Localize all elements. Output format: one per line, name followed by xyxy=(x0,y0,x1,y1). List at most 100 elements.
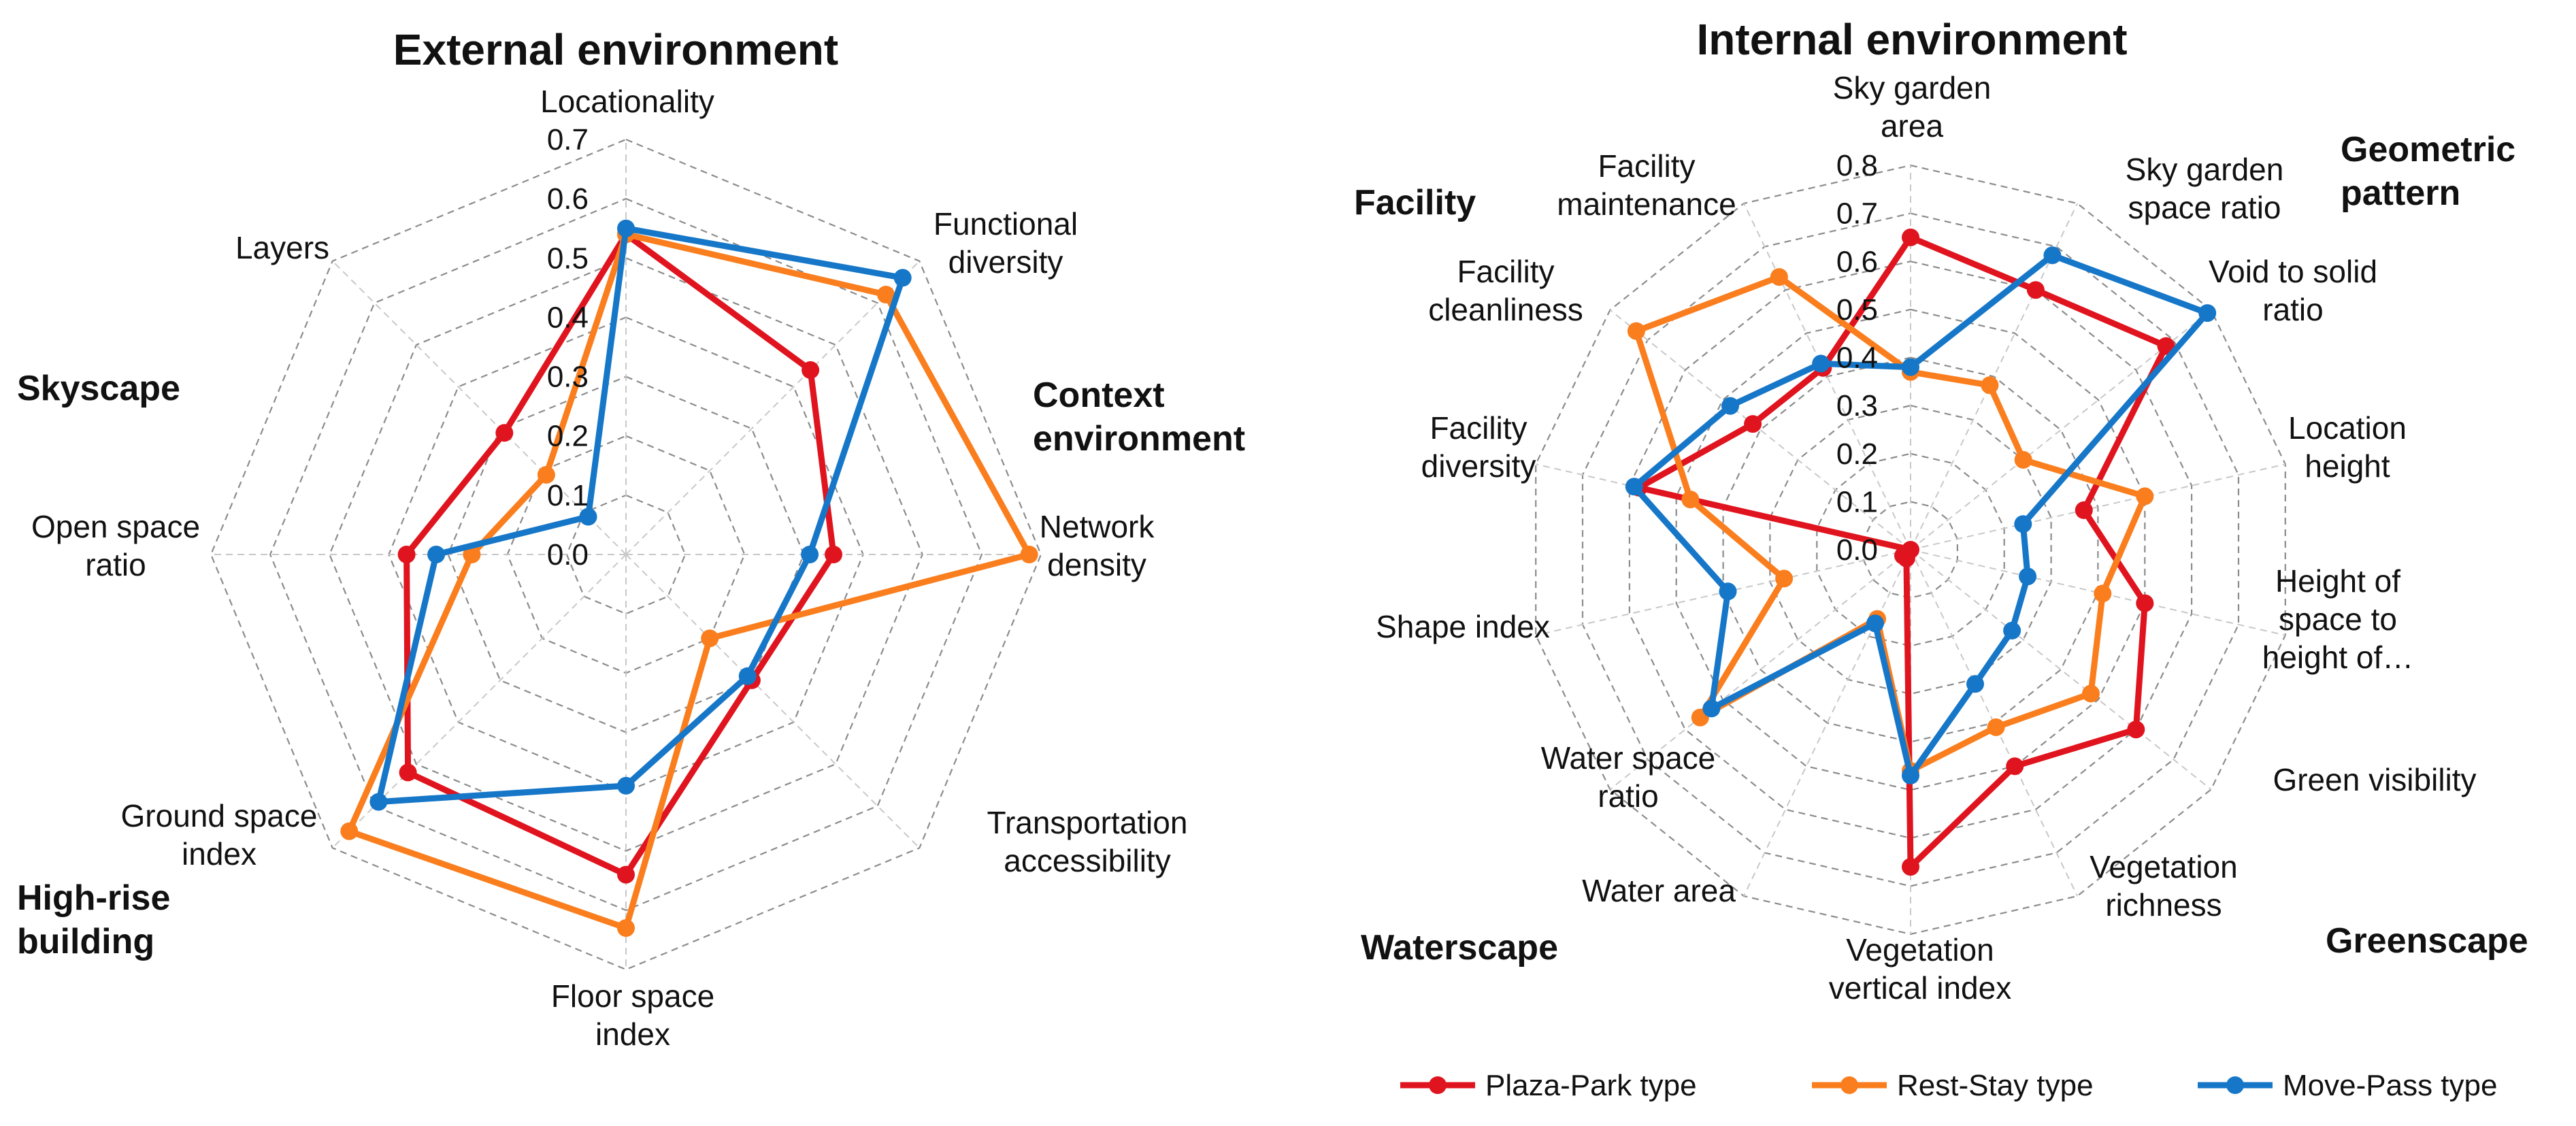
tick-label: 0.6 xyxy=(547,182,589,216)
data-point xyxy=(1812,354,1830,373)
chart-title: Internal environment xyxy=(1697,15,2128,64)
axis-label: Sky garden xyxy=(1833,70,1992,105)
tick-label: 0.2 xyxy=(547,420,589,453)
radar-spoke xyxy=(1910,549,2079,897)
radar-gridline xyxy=(269,197,983,912)
data-point xyxy=(877,286,895,303)
axis-label: Transportation xyxy=(987,805,1188,840)
data-point xyxy=(825,546,842,563)
axis-label: Location xyxy=(2288,410,2407,446)
legend-swatch-marker xyxy=(1840,1076,1858,1094)
axis-label: Void to solid xyxy=(2209,254,2377,289)
tick-label: 0.1 xyxy=(1836,485,1878,518)
axis-label: Sky garden xyxy=(2126,152,2284,187)
axis-label: richness xyxy=(2105,887,2222,923)
radar-spoke xyxy=(1910,203,2079,550)
group-label: Geometric xyxy=(2341,130,2515,169)
data-point xyxy=(893,269,912,287)
axis-label: Height of xyxy=(2275,563,2400,599)
tick-label: 0.1 xyxy=(547,479,589,512)
axis-label: Floor space xyxy=(551,978,714,1014)
group-label: building xyxy=(17,922,154,961)
axis-label: Facility xyxy=(1598,148,1695,184)
data-point xyxy=(1020,546,1038,563)
data-point xyxy=(738,667,757,685)
data-point xyxy=(427,546,446,563)
axis-label: Network xyxy=(1040,509,1155,544)
data-point xyxy=(1770,268,1788,286)
axis-label: Vegetation xyxy=(2090,849,2237,884)
data-point xyxy=(1966,675,1984,693)
axis-label: Water space xyxy=(1541,740,1716,776)
data-point xyxy=(701,629,719,648)
data-point xyxy=(617,219,635,237)
series-line xyxy=(1631,252,2211,779)
data-point xyxy=(1902,358,1919,376)
data-point xyxy=(1625,478,1643,496)
radar-spoke xyxy=(1910,549,2286,636)
data-point xyxy=(2014,515,2032,533)
data-point xyxy=(617,865,635,884)
data-point xyxy=(1719,582,1737,601)
data-point xyxy=(495,424,514,442)
radar-spoke xyxy=(1743,549,1911,897)
tick-label: 0.7 xyxy=(547,123,589,156)
axis-label: ratio xyxy=(2262,292,2323,327)
tick-label: 0.0 xyxy=(547,538,589,572)
data-point xyxy=(2075,501,2093,519)
radar-gridline xyxy=(565,494,687,615)
group-label: Waterscape xyxy=(1361,928,1558,967)
radar-spoke xyxy=(1743,203,1911,550)
legend-label: Move-Pass type xyxy=(2283,1069,2497,1102)
radar-spoke xyxy=(1910,463,2286,550)
tick-label: 0.5 xyxy=(547,242,589,275)
group-label: Skyscape xyxy=(17,369,180,408)
group-label: environment xyxy=(1033,419,1245,459)
axis-label: Open space xyxy=(31,509,200,544)
tick-label: 0.4 xyxy=(547,301,589,334)
axis-label: index xyxy=(182,836,257,872)
axis-label: space ratio xyxy=(2128,190,2281,225)
data-point xyxy=(1702,699,1721,718)
data-point xyxy=(1681,491,1700,509)
data-point xyxy=(2006,757,2024,776)
tick-label: 0.3 xyxy=(547,361,589,394)
axis-label: Shape index xyxy=(1376,609,1550,644)
radar-gridline xyxy=(329,257,923,852)
data-point xyxy=(802,361,820,379)
data-point xyxy=(537,465,555,484)
radar-gridline xyxy=(1628,261,2193,839)
data-point xyxy=(1981,376,1999,395)
tick-label: 0.3 xyxy=(1836,389,1878,423)
radar-gridline xyxy=(210,138,1042,971)
radar-gridline xyxy=(1863,501,1958,599)
radar-spoke xyxy=(1910,309,2212,550)
data-point xyxy=(2082,684,2100,703)
radar-gridline xyxy=(1816,452,2005,647)
axis-label: ratio xyxy=(85,547,146,582)
group-label: Facility xyxy=(1354,183,1476,222)
data-point xyxy=(2003,621,2021,640)
data-point xyxy=(617,776,635,795)
radar-spoke xyxy=(1535,549,1911,636)
data-point xyxy=(2043,246,2062,265)
group-label: Context xyxy=(1033,376,1165,415)
tick-label: 0.8 xyxy=(1836,149,1878,182)
data-point xyxy=(340,822,359,840)
tick-label: 0.7 xyxy=(1836,197,1878,231)
axis-label: Layers xyxy=(235,230,329,265)
radar-spoke xyxy=(1609,309,1911,550)
axis-label: height xyxy=(2305,448,2390,484)
tick-label: 0.6 xyxy=(1836,245,1878,278)
data-point xyxy=(1902,228,1919,246)
data-point xyxy=(2127,721,2145,739)
data-point xyxy=(2026,281,2045,299)
data-point xyxy=(463,546,481,563)
axis-label: Ground space xyxy=(121,798,318,833)
legend-swatch-marker xyxy=(1429,1076,1447,1094)
data-point xyxy=(2136,487,2154,506)
data-point xyxy=(2019,567,2037,586)
data-point xyxy=(2157,337,2175,355)
radar-gridline xyxy=(1722,357,2099,743)
